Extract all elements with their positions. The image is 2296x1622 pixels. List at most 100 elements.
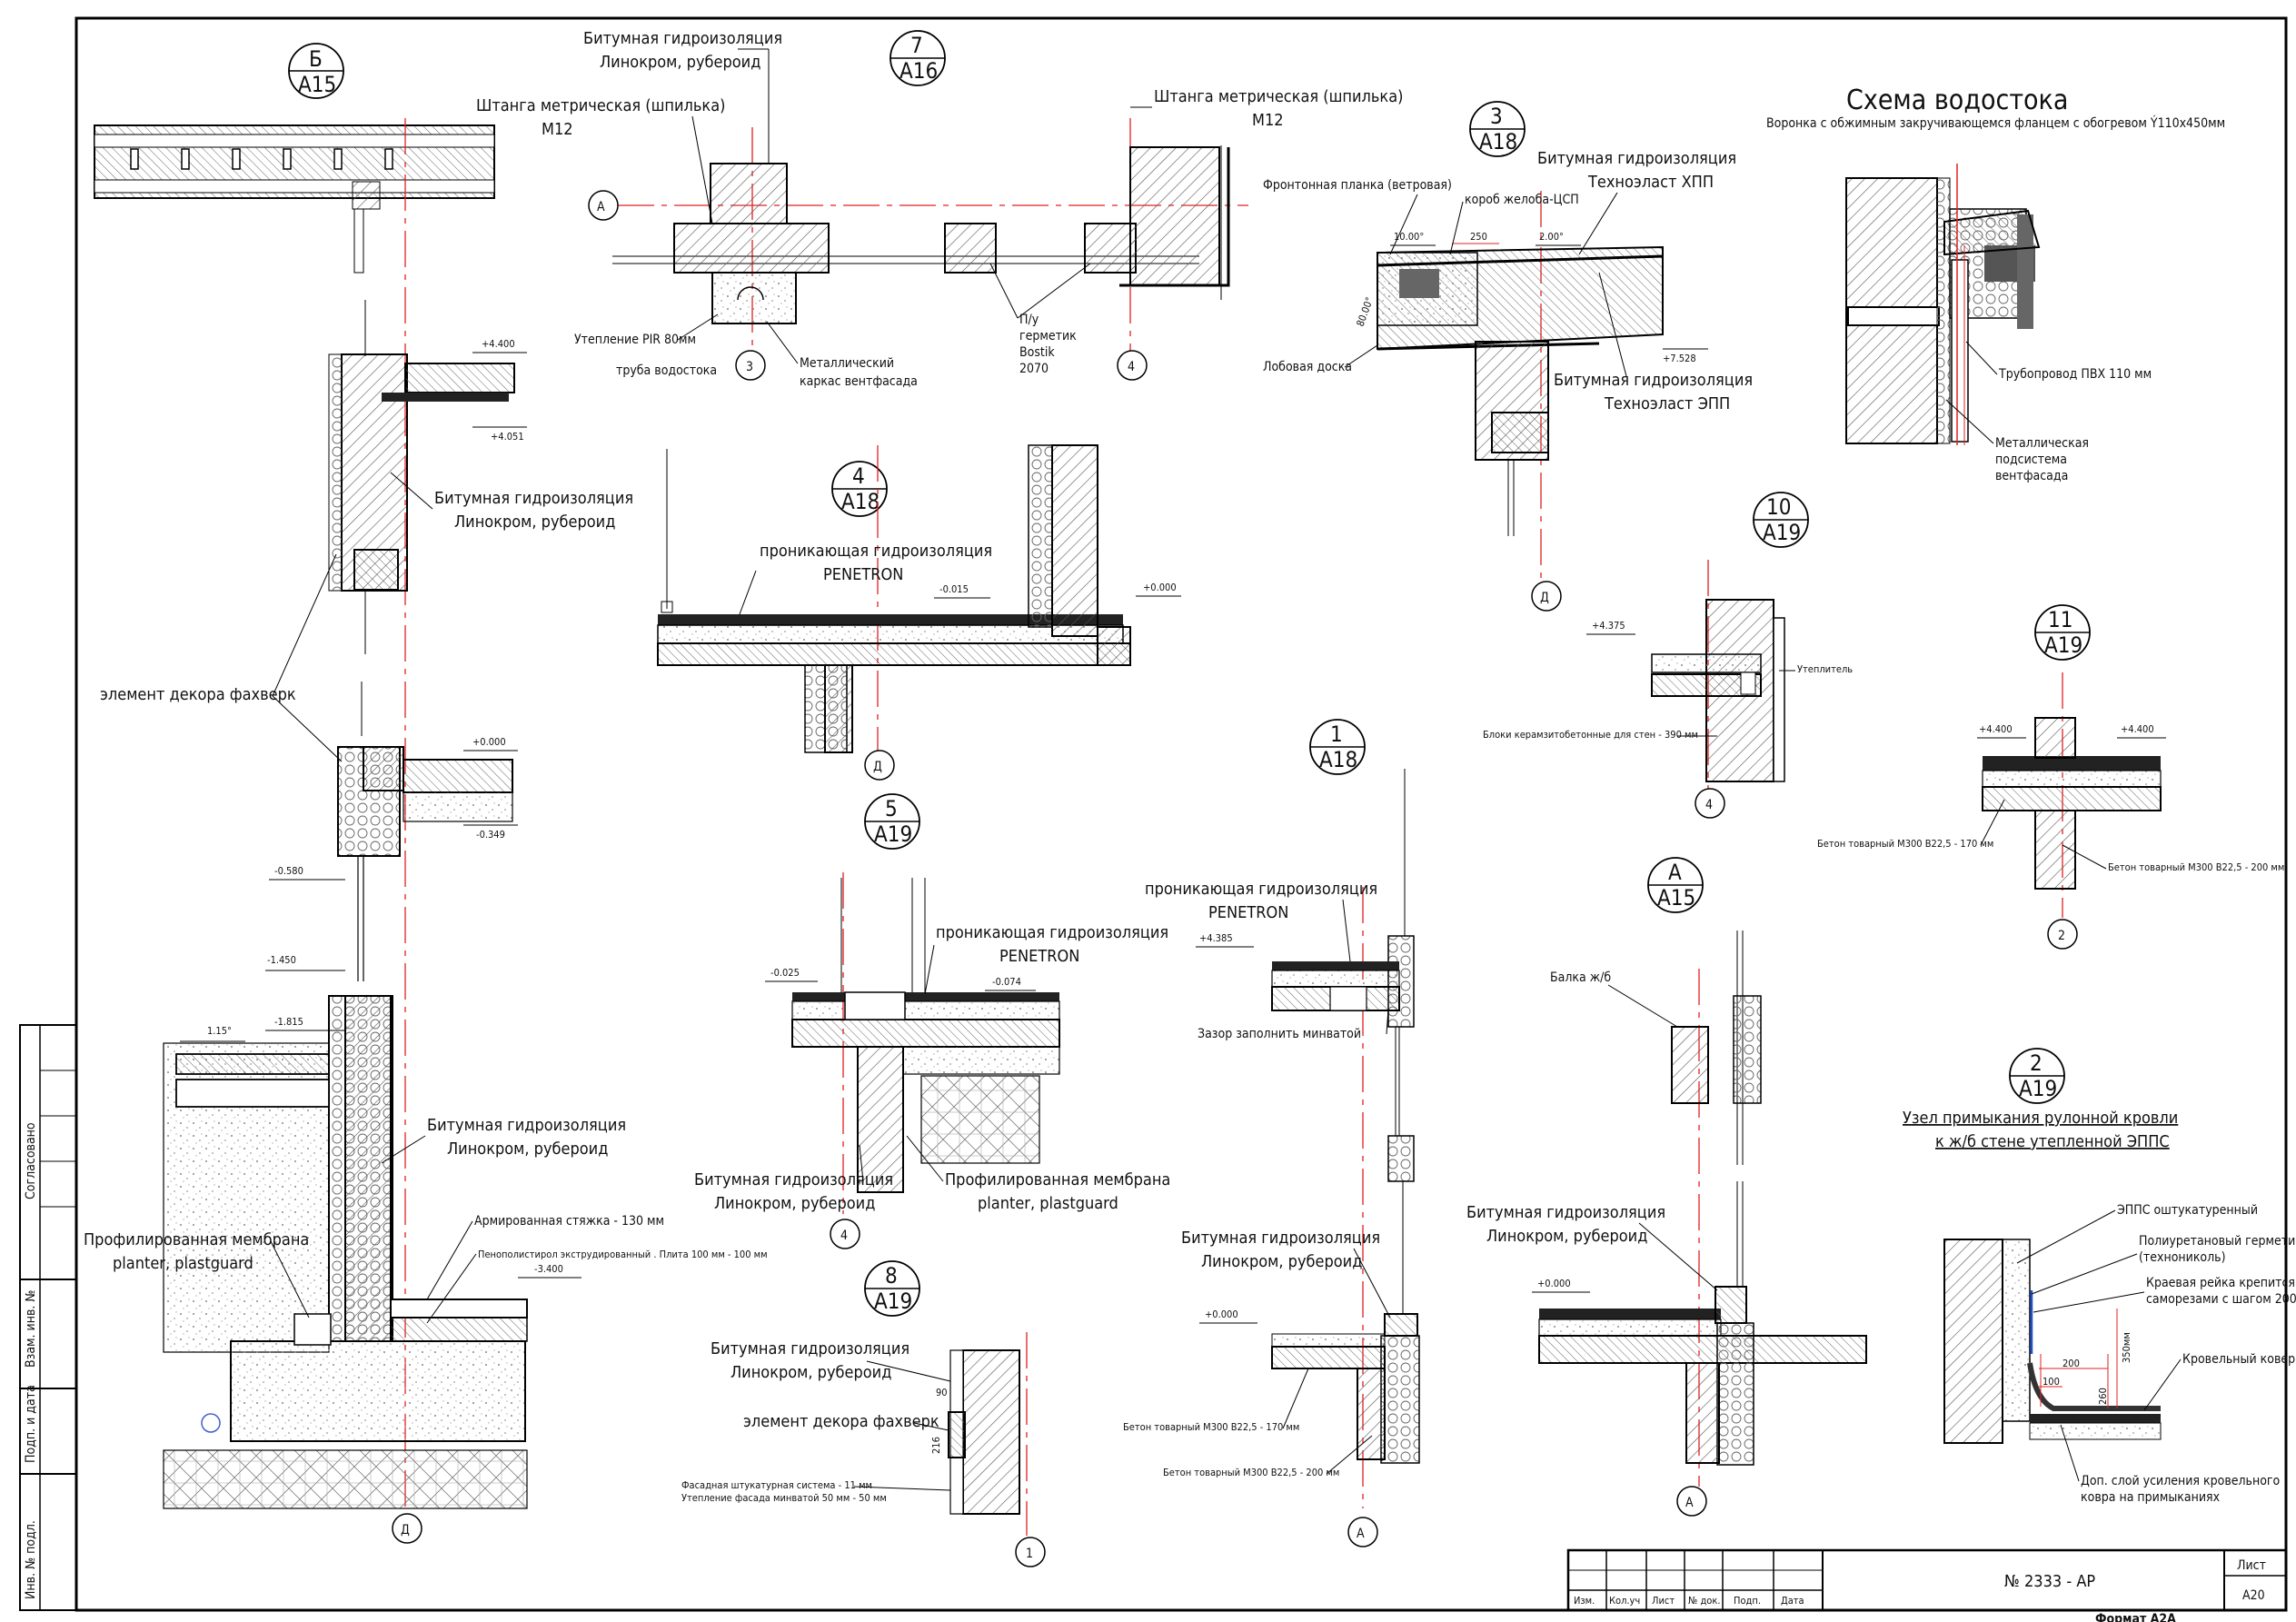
svg-text:Б: Б <box>309 46 323 72</box>
axis-4-bubble-10 <box>1695 788 1725 819</box>
svg-text:350мм: 350мм <box>2121 1332 2132 1363</box>
detail-2-a19: 2 А19 Узел примыкания рулонной кровли к … <box>1903 1048 2296 1505</box>
label-kovyor: Кровельный ковер <box>2182 1352 2295 1367</box>
detail-10-a19: 10 А19 +4.375 Утеплитель Блоки керамзито… <box>1483 492 1853 819</box>
svg-text:5: 5 <box>885 796 898 821</box>
tb-col-izm: Изм. <box>1574 1595 1595 1607</box>
stamp-inv: Инв. № подл. <box>24 1520 38 1599</box>
svg-text:+0.000: +0.000 <box>1537 1278 1571 1289</box>
tb-col-list: Лист <box>1652 1595 1675 1607</box>
label-penetron-4b: PENETRON <box>823 565 903 584</box>
svg-text:Д: Д <box>873 760 882 774</box>
axis-d-bubble-4 <box>864 750 895 781</box>
label-frontonnaya: Фронтонная планка (ветровая) <box>1263 178 1452 193</box>
svg-text:2: 2 <box>2030 1050 2043 1076</box>
label-bitum-5b: Линокром, рубероид <box>714 1194 875 1213</box>
label-truba: труба водостока <box>616 363 717 378</box>
label-uteplitel: Утеплитель <box>1797 663 1853 675</box>
svg-text:4: 4 <box>852 463 865 489</box>
svg-text:80.00°: 80.00° <box>1355 295 1377 328</box>
detail-a-a15: А А15 +0.000 Балка ж/б Битумная гидроизо… <box>1466 857 1867 1517</box>
svg-text:100: 100 <box>2043 1376 2060 1388</box>
label-bitum-2b: Линокром, рубероид <box>447 1139 608 1159</box>
label-germetik-pu-a: Полиуретановый герметик <box>2139 1234 2296 1249</box>
svg-text:Д: Д <box>401 1523 410 1537</box>
axis-4-bubble-7 <box>1117 350 1148 381</box>
detail-4-a18: 4 А18 -0.015 +0.000 проникающая гидроизо… <box>657 444 1181 781</box>
label-bitum-8b: Линокром, рубероид <box>731 1363 891 1382</box>
svg-text:+4.375: +4.375 <box>1592 620 1625 632</box>
label-penetron-5b: PENETRON <box>999 947 1079 966</box>
label-uteplenie-pir: Утепление PIR 80мм <box>574 333 696 347</box>
svg-text:А: А <box>597 200 605 214</box>
tb-sheet-number: А20 <box>2242 1588 2265 1603</box>
label-teh-hpp-b: Техноэласт ХПП <box>1587 173 1714 192</box>
svg-text:10: 10 <box>1766 494 1791 520</box>
label-bitum-8a: Битумная гидроизоляция <box>711 1339 909 1358</box>
svg-text:А19: А19 <box>2044 632 2082 658</box>
svg-text:250: 250 <box>1470 231 1487 243</box>
label-lobovaya: Лобовая доска <box>1263 360 1352 374</box>
svg-text:1: 1 <box>1026 1547 1033 1561</box>
svg-text:8: 8 <box>885 1263 898 1289</box>
label-beton-170-1: Бетон товарный М300 В22,5 - 170 мм <box>1123 1421 1299 1433</box>
svg-text:А19: А19 <box>874 1289 912 1314</box>
detail-7-a16: 7 А16 А Битумная гидроизоляция Линокром,… <box>476 29 1403 389</box>
svg-text:А19: А19 <box>874 821 912 847</box>
tb-sheet-label: Лист <box>2237 1558 2266 1573</box>
shema-title: Схема водостока <box>1846 85 2068 116</box>
axis-1-bubble-8 <box>1015 1537 1046 1567</box>
tb-col-data: Дата <box>1781 1595 1804 1607</box>
uzel-title-2: к ж/б стене утепленной ЭППС <box>1935 1132 2170 1151</box>
callout-10-a19: 10 А19 <box>1753 492 1809 548</box>
label-germetik-c: Bostik <box>1019 345 1055 360</box>
tb-col-ndok: № док. <box>1688 1595 1720 1607</box>
svg-text:4: 4 <box>840 1229 848 1243</box>
svg-text:-1.815: -1.815 <box>274 1016 303 1028</box>
label-karkas-b: каркас вентфасада <box>800 374 918 389</box>
callout-2-a19: 2 А19 <box>2009 1048 2065 1104</box>
label-shtanga-7a: Штанга метрическая (шпилька) <box>476 96 725 115</box>
sheet-frame <box>75 16 2288 1612</box>
svg-text:А15: А15 <box>298 72 336 97</box>
svg-text:-0.015: -0.015 <box>939 583 969 595</box>
label-membrana-5a: Профилированная мембрана <box>945 1170 1170 1189</box>
axis-2-bubble-11 <box>2047 919 2078 950</box>
label-germetik-d: 2070 <box>1019 362 1049 376</box>
svg-text:А16: А16 <box>900 58 938 84</box>
detail-3-a18: 3 А18 10.00° 250 2.00° 80.00° +7.528 Д Б… <box>1263 101 1753 612</box>
label-teh-epp-a: Битумная гидроизоляция <box>1554 371 1753 390</box>
svg-text:А18: А18 <box>841 489 880 514</box>
svg-text:-1.450: -1.450 <box>267 954 296 966</box>
label-teh-hpp-a: Битумная гидроизоляция <box>1537 149 1736 168</box>
axis-a-bubble-1 <box>1347 1517 1378 1547</box>
svg-text:1: 1 <box>1330 721 1343 747</box>
label-fasad-shtuk: Фасадная штукатурная система - 11 мм <box>681 1479 872 1491</box>
svg-text:10.00°: 10.00° <box>1394 231 1424 243</box>
label-balka: Балка ж/б <box>1550 970 1611 985</box>
svg-text:+4.400: +4.400 <box>1979 723 2013 735</box>
label-germetik-b: герметик <box>1019 329 1077 343</box>
label-membrana-1b: planter, plastguard <box>113 1254 253 1273</box>
svg-text:А18: А18 <box>1319 747 1357 772</box>
detail-11-a19: 11 А19 +4.400 +4.400 Бетон товарный М300… <box>1817 604 2284 950</box>
label-beton-200-11: Бетон товарный М300 В22,5 - 200 мм <box>2108 861 2284 873</box>
label-podsistema-a: Металлическая <box>1995 436 2089 451</box>
uzel-title-1: Узел примыкания рулонной кровли <box>1903 1109 2178 1128</box>
detail-shema-vodostoka: Схема водостока Воронка с обжимным закру… <box>1766 85 2225 483</box>
svg-text:2.00°: 2.00° <box>1539 231 1564 243</box>
svg-text:7: 7 <box>910 33 923 58</box>
tb-col-koluch: Кол.уч <box>1609 1595 1640 1607</box>
callout-b-a15: Б А15 <box>288 43 344 99</box>
label-shtanga-7c: Штанга метрическая (шпилька) <box>1154 87 1403 106</box>
svg-text:-0.349: -0.349 <box>476 829 505 841</box>
svg-text:1.15°: 1.15° <box>207 1025 232 1037</box>
side-stamp: Согласовано Взам. инв. № Подп. и дата Ин… <box>19 1024 77 1611</box>
label-shtanga-7b: М12 <box>542 120 573 139</box>
label-bitum-1a: Битумная гидроизоляция <box>434 489 633 508</box>
svg-text:4: 4 <box>1128 360 1135 374</box>
label-beton-170-11: Бетон товарный М300 В22,5 - 170 мм <box>1817 838 1993 850</box>
label-korob: короб желоба-ЦСП <box>1465 193 1579 207</box>
label-bitum-1c: Битумная гидроизоляция <box>1181 1229 1380 1248</box>
label-teh-epp-b: Техноэласт ЭПП <box>1604 394 1730 413</box>
